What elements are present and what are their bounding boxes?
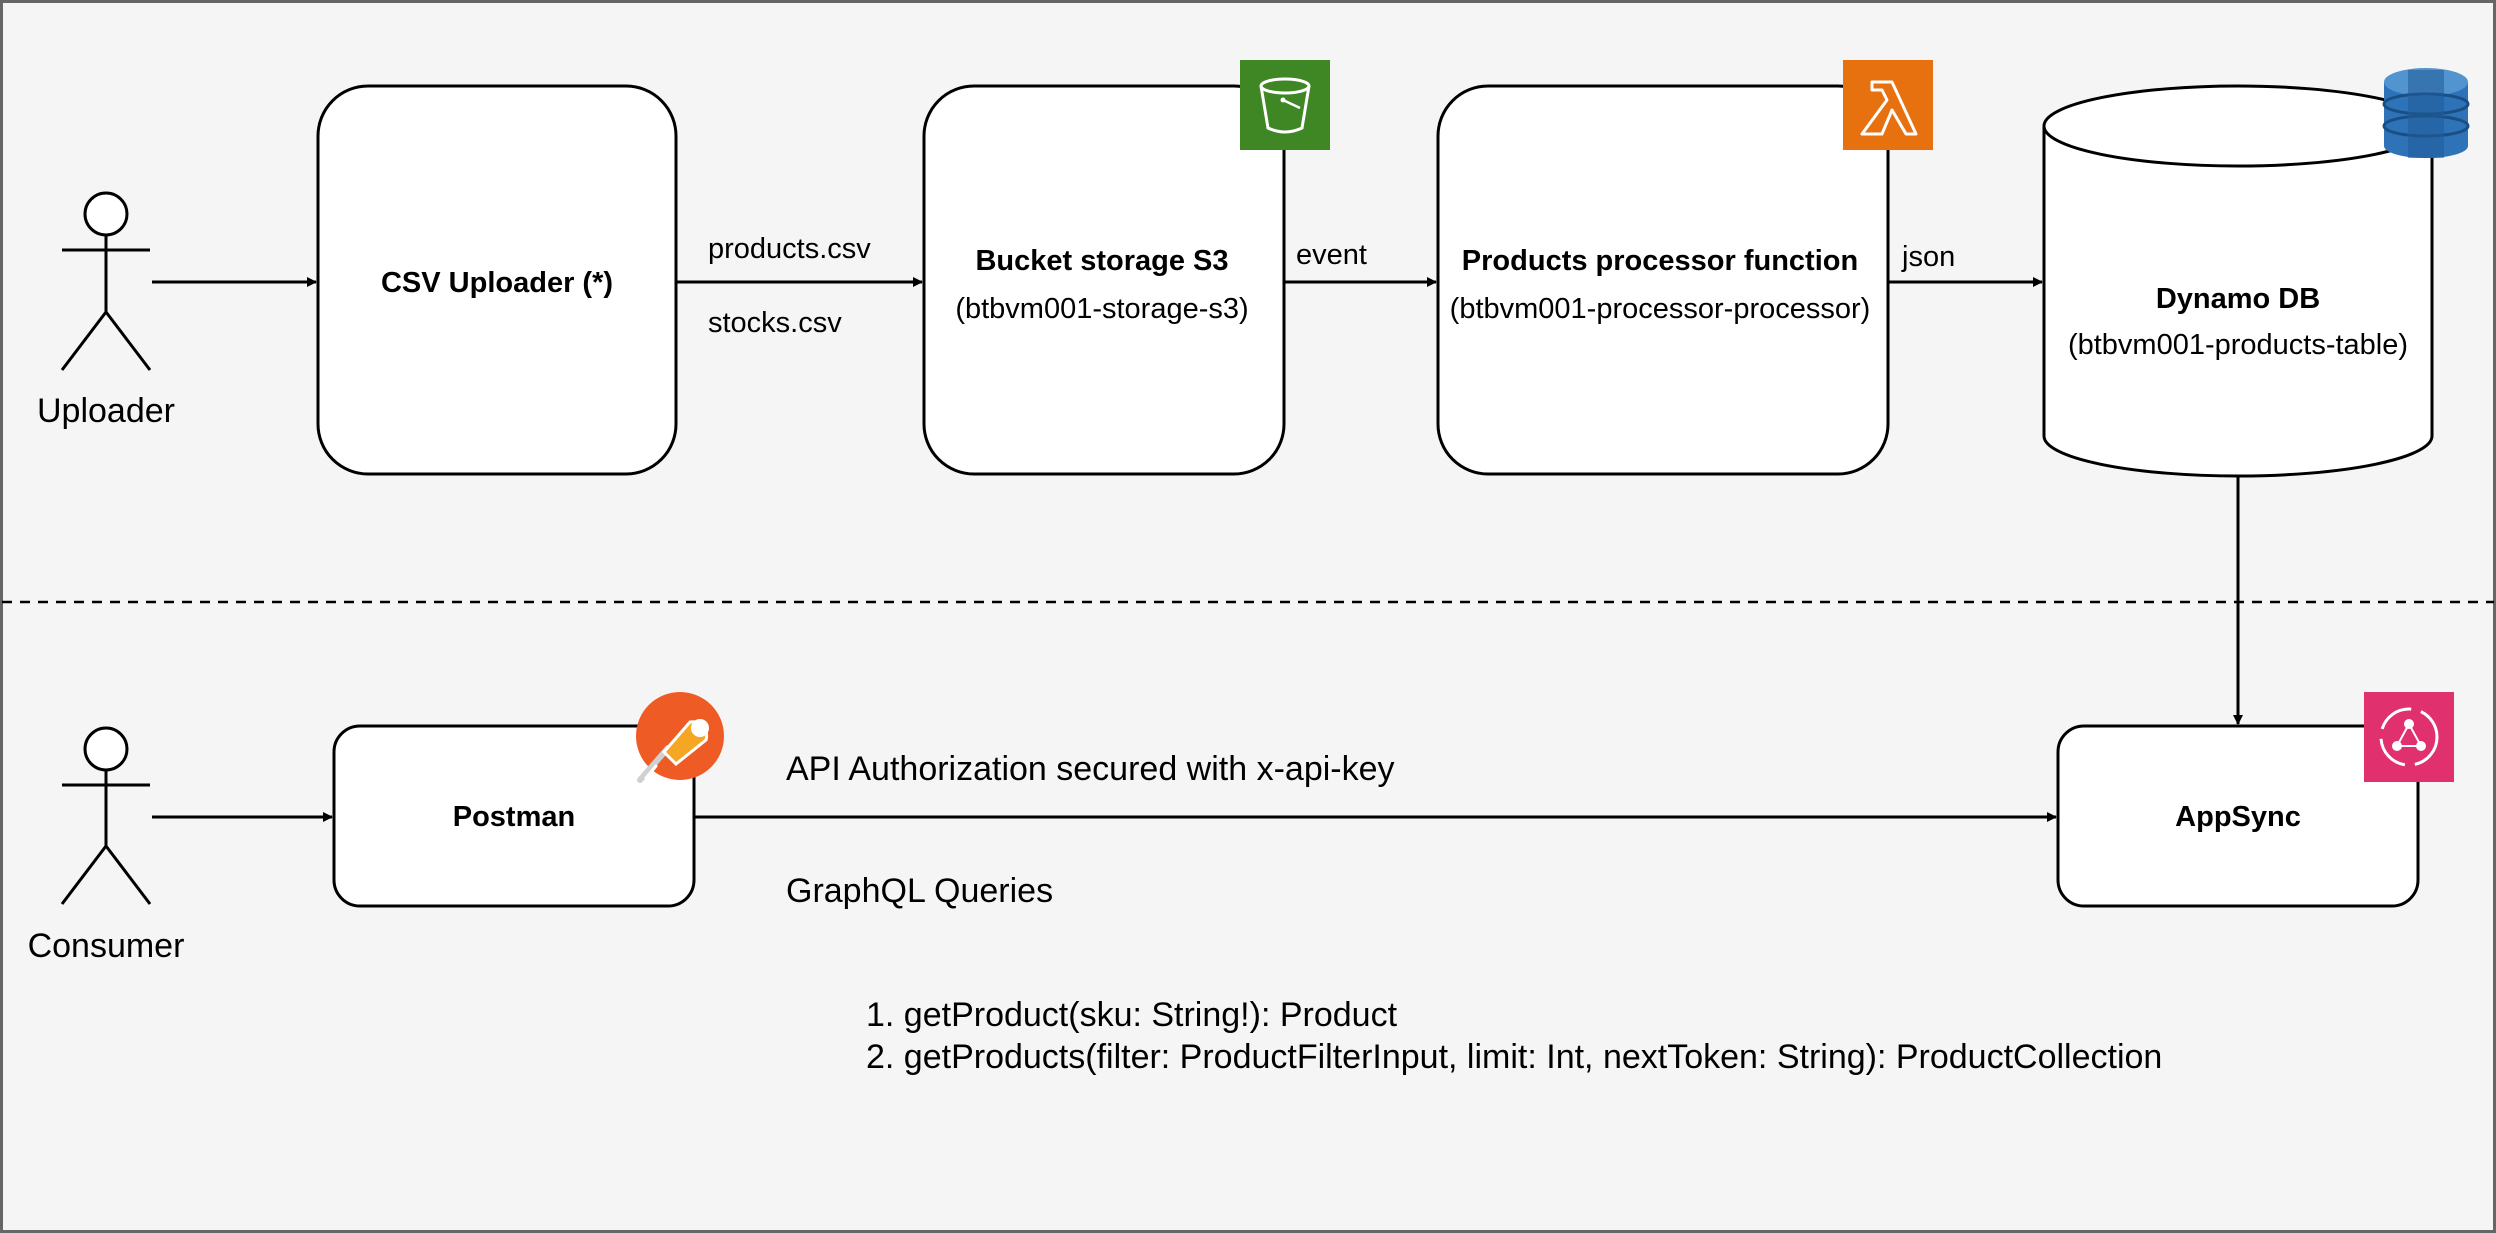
postman-title: Postman — [453, 801, 575, 833]
lambda-icon — [1843, 60, 1933, 150]
query-item: 2. getProducts(filter: ProductFilterInpu… — [866, 1038, 2162, 1076]
s3-subtitle: (btbvm001-storage-s3) — [955, 293, 1248, 325]
s3-title: Bucket storage S3 — [975, 245, 1228, 277]
edge-csv-to-s3-label-bottom: stocks.csv — [708, 307, 842, 339]
edge-postman-to-appsync-label-top: API Authorization secured with x-api-key — [786, 750, 1395, 788]
consumer-actor: Consumer — [28, 726, 185, 965]
appsync-node: AppSync — [2056, 724, 2420, 908]
edge-csv-to-s3-label-top: products.csv — [708, 233, 871, 265]
postman-node: Postman — [332, 724, 696, 908]
consumer-label: Consumer — [28, 927, 185, 965]
lambda-title: Products processor function — [1462, 245, 1858, 277]
lambda-subtitle: (btbvm001-processor-processor) — [1450, 293, 1871, 325]
csv-uploader-node: CSV Uploader (*) — [316, 84, 678, 476]
query-item: 1. getProduct(sku: String!): Product — [866, 996, 1398, 1034]
edge-postman-to-appsync-label-bottom: GraphQL Queries — [786, 872, 1053, 910]
dynamodb-title: Dynamo DB — [2156, 283, 2320, 315]
dynamodb-node: Dynamo DB (btbvm001-products-table) — [2042, 84, 2434, 478]
dynamodb-icon — [2382, 68, 2470, 158]
csv-uploader-title: CSV Uploader (*) — [381, 267, 613, 299]
query-list: 1. getProduct(sku: String!): Product 2. … — [866, 996, 2162, 1076]
s3-node: Bucket storage S3 (btbvm001-storage-s3) — [922, 84, 1286, 476]
uploader-actor: Uploader — [37, 191, 175, 430]
appsync-title: AppSync — [2175, 801, 2301, 833]
lambda-node: Products processor function (btbvm001-pr… — [1436, 84, 1890, 476]
edge-lambda-to-dynamo-label: json — [1901, 241, 1955, 273]
dynamodb-subtitle: (btbvm001-products-table) — [2068, 329, 2408, 361]
appsync-icon — [2364, 692, 2454, 782]
uploader-label: Uploader — [37, 392, 175, 430]
postman-icon — [636, 692, 724, 783]
edge-s3-to-lambda-label: event — [1296, 239, 1367, 271]
s3-bucket-icon — [1240, 60, 1330, 150]
